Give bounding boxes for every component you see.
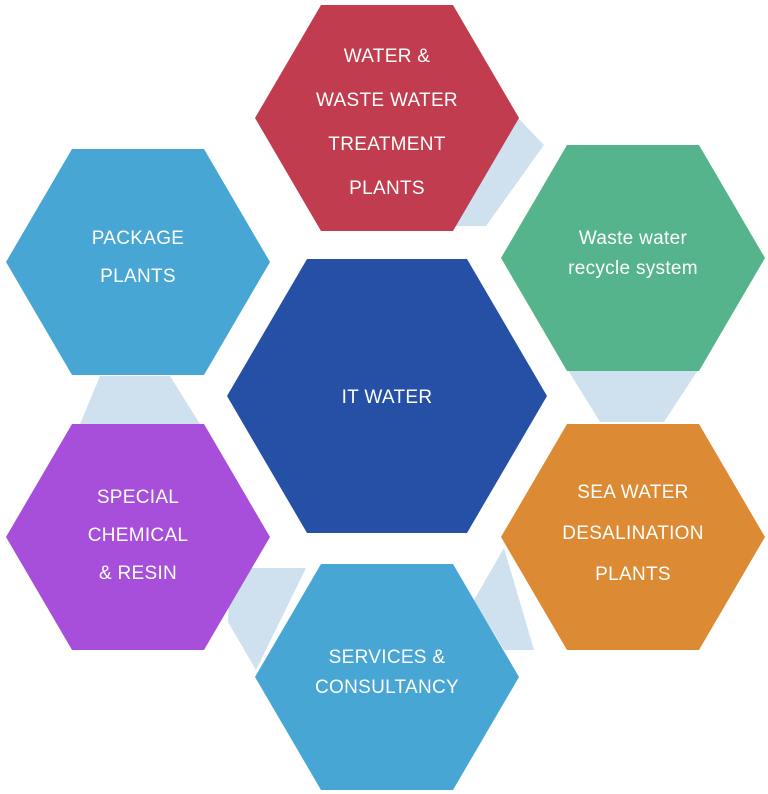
label-center-line-1: IT WATER <box>342 387 433 408</box>
label-sea-water-desalination-line-3: PLANTS <box>595 564 671 585</box>
label-sea-water-desalination-line-2: DESALINATION <box>562 523 704 544</box>
connector-4 <box>228 568 306 670</box>
label-special-chemical-resin-line-1: SPECIAL <box>97 487 179 508</box>
label-package-plants-line-1: PACKAGE <box>92 228 185 249</box>
label-services-consultancy-line-2: CONSULTANCY <box>315 677 459 698</box>
hexagon-special-chemical-resin <box>6 424 270 650</box>
label-special-chemical-resin: SPECIAL CHEMICAL & RESIN <box>88 487 189 584</box>
label-special-chemical-resin-line-2: CHEMICAL <box>88 525 189 546</box>
label-services-consultancy: SERVICES & CONSULTANCY <box>315 647 459 698</box>
label-waste-water-recycle-line-2: recycle system <box>568 258 698 279</box>
hexagons: WATER & WASTE WATER TREATMENT PLANTS Waste w… <box>6 5 765 790</box>
connector-1 <box>454 118 544 226</box>
hexagon-sea-water-desalination <box>501 424 765 650</box>
label-waste-water-recycle-line-1: Waste water <box>579 228 688 249</box>
label-package-plants-line-2: PLANTS <box>100 266 176 287</box>
label-special-chemical-resin-line-3: & RESIN <box>99 563 177 584</box>
connectors <box>80 118 698 670</box>
label-water-waste-water-line-2: WASTE WATER <box>316 90 458 111</box>
connector-2 <box>568 370 698 422</box>
connector-5 <box>80 376 200 424</box>
label-sea-water-desalination-line-1: SEA WATER <box>577 482 688 503</box>
label-water-waste-water-line-1: WATER & <box>344 46 431 67</box>
hexagon-services-consultancy <box>255 564 519 790</box>
hexagon-waste-water-recycle <box>501 145 765 371</box>
hexagon-center <box>227 259 547 533</box>
label-services-consultancy-line-1: SERVICES & <box>329 647 446 668</box>
hexagon-water-waste-water <box>255 5 519 231</box>
label-water-waste-water-line-4: PLANTS <box>349 178 425 199</box>
label-center: IT WATER <box>342 387 433 408</box>
label-water-waste-water-line-3: TREATMENT <box>328 134 445 155</box>
label-package-plants: PACKAGE PLANTS <box>92 228 185 287</box>
label-water-waste-water: WATER & WASTE WATER TREATMENT PLANTS <box>316 46 458 199</box>
label-sea-water-desalination: SEA WATER DESALINATION PLANTS <box>562 482 704 585</box>
label-waste-water-recycle: Waste water recycle system <box>568 228 698 279</box>
hexagon-package-plants <box>6 149 270 375</box>
connector-3 <box>474 548 534 650</box>
